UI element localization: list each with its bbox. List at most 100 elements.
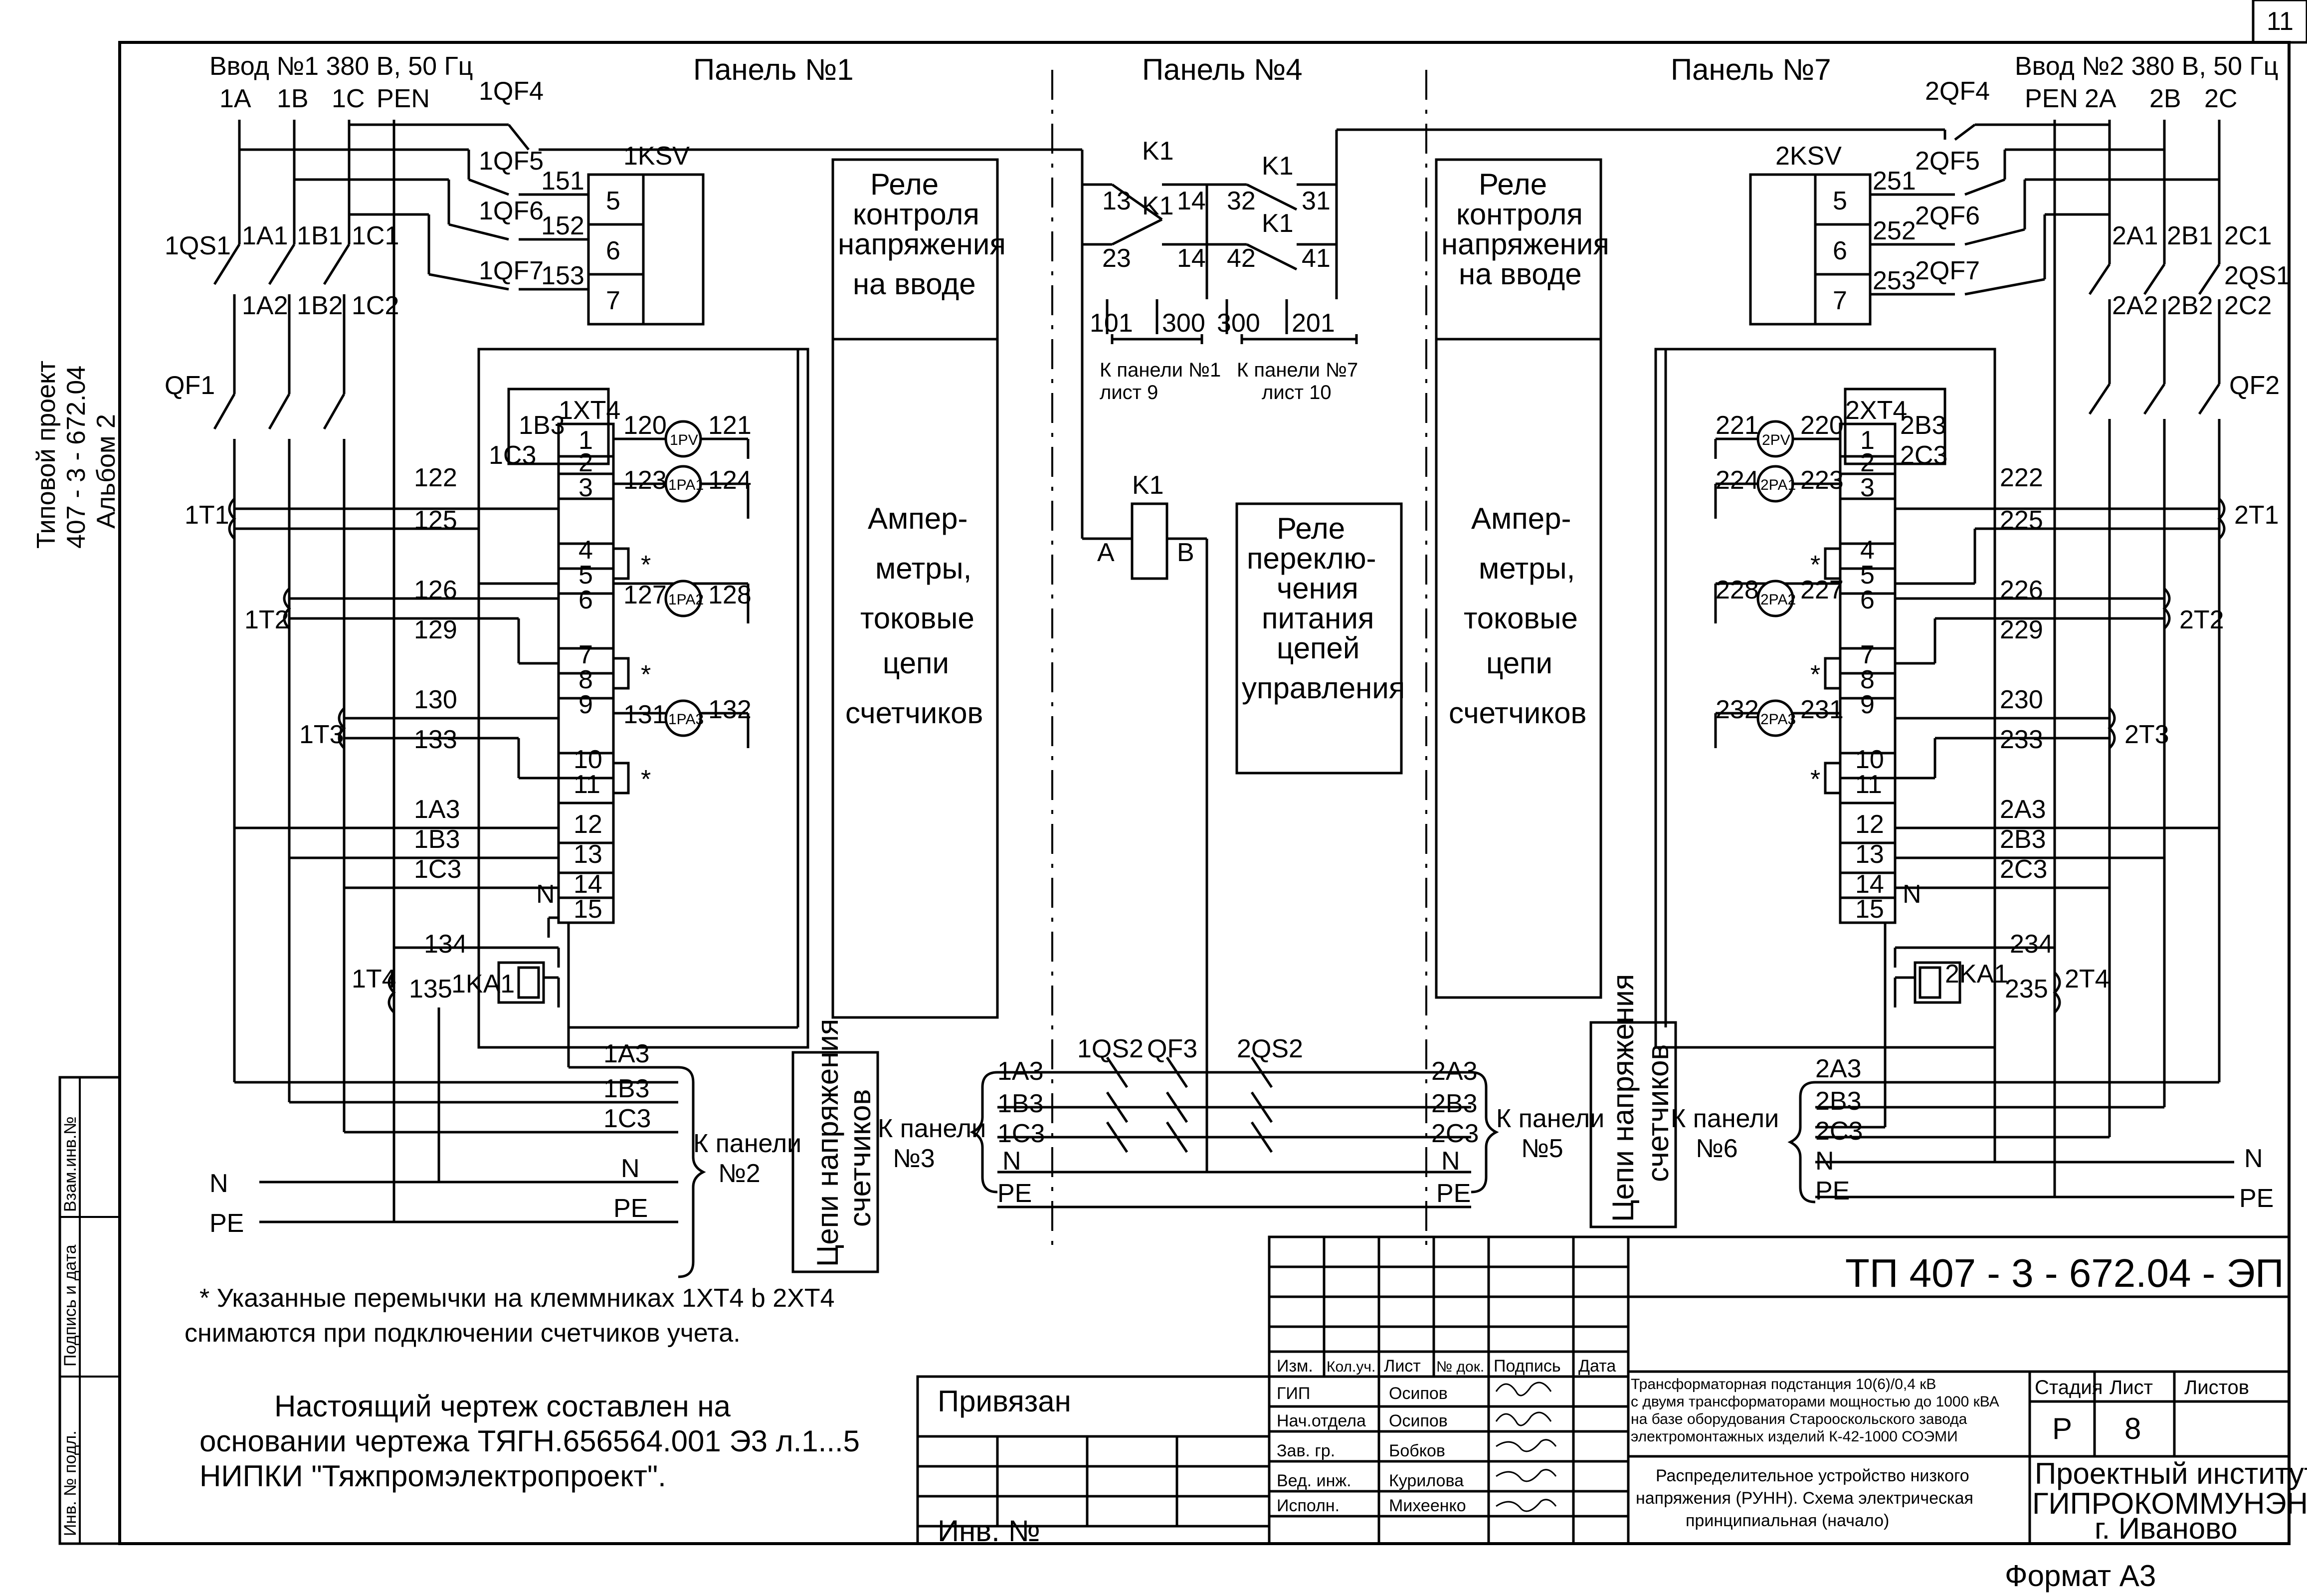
- svg-text:7: 7: [1860, 640, 1875, 669]
- svg-text:12: 12: [1855, 810, 1884, 839]
- panel-1-title: Панель №1: [693, 53, 854, 86]
- svg-text:N: N: [621, 1154, 640, 1183]
- right-ammeter-label: Ампер- метры, токовые цепи счетчиков: [1449, 502, 1586, 730]
- svg-text:5: 5: [1860, 561, 1875, 590]
- svg-text:2KSV: 2KSV: [1775, 142, 1842, 171]
- svg-text:9: 9: [578, 690, 593, 719]
- svg-text:* Указанные перемычки на клемм: * Указанные перемычки на клеммниках 1XT4…: [199, 1284, 835, 1313]
- svg-text:К панели: К панели: [1496, 1104, 1604, 1133]
- svg-text:Распределительное устройство н: Распределительное устройство низкого: [1656, 1466, 1969, 1485]
- svg-text:электромонтажных изделий К-42-: электромонтажных изделий К-42-1000 СОЭМИ: [1631, 1428, 1958, 1445]
- svg-text:15: 15: [574, 895, 602, 924]
- svg-text:1QS2: 1QS2: [1077, 1034, 1144, 1063]
- svg-text:метры,: метры,: [1479, 552, 1575, 585]
- svg-text:224: 224: [1716, 466, 1759, 495]
- svg-text:1C3: 1C3: [603, 1104, 651, 1133]
- svg-text:2QS2: 2QS2: [1237, 1034, 1303, 1063]
- svg-text:1PA2: 1PA2: [668, 592, 704, 608]
- svg-text:225: 225: [2000, 506, 2043, 535]
- svg-text:14: 14: [1855, 870, 1884, 899]
- svg-text:1KSV: 1KSV: [623, 142, 690, 171]
- svg-text:9: 9: [1860, 690, 1875, 719]
- svg-text:контроля: контроля: [1456, 198, 1583, 231]
- svg-text:Ампер-: Ампер-: [868, 502, 967, 535]
- svg-text:1QF6: 1QF6: [479, 197, 544, 225]
- svg-text:5: 5: [578, 561, 593, 590]
- svg-text:5: 5: [1833, 187, 1847, 215]
- svg-text:1A3: 1A3: [414, 795, 460, 824]
- center-section: [969, 128, 1499, 1208]
- svg-text:*: *: [1810, 765, 1820, 794]
- svg-text:8: 8: [2124, 1412, 2141, 1445]
- svg-text:222: 222: [2000, 463, 2043, 492]
- svg-text:метры,: метры,: [875, 552, 971, 585]
- side-stamp: Взам.инв.№ Подпись и дата Инв. № подл.: [61, 1116, 80, 1536]
- svg-text:2A: 2A: [2085, 84, 2116, 113]
- svg-text:6: 6: [606, 236, 620, 265]
- svg-text:Осипов: Осипов: [1389, 1411, 1448, 1430]
- svg-text:1A1: 1A1: [242, 221, 288, 250]
- svg-text:2: 2: [578, 448, 593, 477]
- svg-text:*: *: [1810, 660, 1820, 689]
- svg-text:2PA1: 2PA1: [1760, 477, 1796, 493]
- svg-text:122: 122: [414, 463, 457, 492]
- svg-text:Исполн.: Исполн.: [1277, 1496, 1340, 1515]
- svg-text:8: 8: [1860, 665, 1875, 694]
- svg-text:напряжения: напряжения: [838, 227, 1006, 261]
- svg-text:Лист: Лист: [2110, 1377, 2153, 1398]
- voltage-circuits-boxes: [791, 1021, 1677, 1273]
- svg-text:2PA3: 2PA3: [1760, 711, 1796, 728]
- svg-text:напряжения (РУНН). Схема элект: напряжения (РУНН). Схема электрическая: [1636, 1489, 1973, 1508]
- svg-text:лист 10: лист 10: [1262, 382, 1332, 403]
- svg-text:счетчиков: счетчиков: [1449, 696, 1586, 730]
- svg-text:снимаются при подключении счет: снимаются при подключении счетчиков учет…: [185, 1319, 741, 1348]
- svg-text:2T1: 2T1: [2234, 501, 2279, 530]
- svg-text:Взам.инв.№: Взам.инв.№: [61, 1116, 80, 1212]
- svg-text:Ввод №1 380 В, 50 Гц: Ввод №1 380 В, 50 Гц: [209, 52, 473, 81]
- svg-text:6: 6: [1860, 586, 1875, 614]
- svg-text:на базе оборудования Старооско: на базе оборудования Старооскольского за…: [1631, 1411, 1967, 1427]
- panel-separators: [1051, 70, 1427, 1247]
- svg-text:126: 126: [414, 576, 457, 604]
- svg-text:QF2: QF2: [2229, 371, 2280, 400]
- svg-text:13: 13: [574, 840, 602, 869]
- svg-text:234: 234: [2010, 930, 2053, 959]
- svg-text:Зав. гр.: Зав. гр.: [1277, 1441, 1335, 1460]
- svg-text:с двумя трансформаторами мощно: с двумя трансформаторами мощностью до 10…: [1631, 1394, 1999, 1410]
- svg-text:PE: PE: [2239, 1184, 2274, 1213]
- svg-text:управления: управления: [1242, 671, 1405, 705]
- svg-text:2C3: 2C3: [1431, 1119, 1479, 1148]
- svg-text:2QS1: 2QS1: [2224, 261, 2291, 290]
- svg-text:PE: PE: [209, 1209, 244, 1238]
- svg-text:на вводе: на вводе: [1459, 257, 1582, 291]
- svg-text:134: 134: [424, 930, 467, 959]
- svg-text:Реле: Реле: [870, 168, 939, 201]
- svg-text:229: 229: [2000, 615, 2043, 644]
- svg-text:N: N: [1002, 1147, 1021, 1176]
- left-input-section: Ввод №1 380 В, 50 Гц 1A 1B 1C PEN: [165, 52, 1082, 1007]
- svg-text:N: N: [536, 880, 555, 909]
- svg-text:2B1: 2B1: [2167, 221, 2213, 250]
- svg-text:13: 13: [1855, 840, 1884, 869]
- svg-text:Бобков: Бобков: [1389, 1441, 1445, 1460]
- left-ct-1: 1T1: [185, 501, 229, 530]
- svg-text:41: 41: [1302, 244, 1331, 273]
- svg-text:14: 14: [1177, 187, 1206, 215]
- svg-text:1XT4: 1XT4: [559, 396, 620, 425]
- svg-text:227: 227: [1800, 576, 1844, 604]
- svg-text:153: 153: [541, 261, 584, 290]
- svg-text:Инв. №: Инв. №: [938, 1514, 1040, 1548]
- svg-text:Лист: Лист: [1384, 1357, 1421, 1376]
- svg-text:2C1: 2C1: [2224, 221, 2272, 250]
- svg-text:1C3: 1C3: [414, 855, 461, 884]
- svg-text:1PA3: 1PA3: [668, 711, 704, 728]
- svg-text:переклю-: переклю-: [1247, 542, 1376, 575]
- svg-text:1QF7: 1QF7: [479, 256, 544, 285]
- svg-text:2PV: 2PV: [1762, 432, 1790, 448]
- svg-text:№3: №3: [893, 1144, 935, 1173]
- svg-text:2T3: 2T3: [2124, 720, 2169, 749]
- svg-text:K1: K1: [1142, 137, 1174, 166]
- voltage-circuits-left-2: счетчиков: [843, 1089, 877, 1227]
- svg-text:2C: 2C: [2204, 84, 2237, 113]
